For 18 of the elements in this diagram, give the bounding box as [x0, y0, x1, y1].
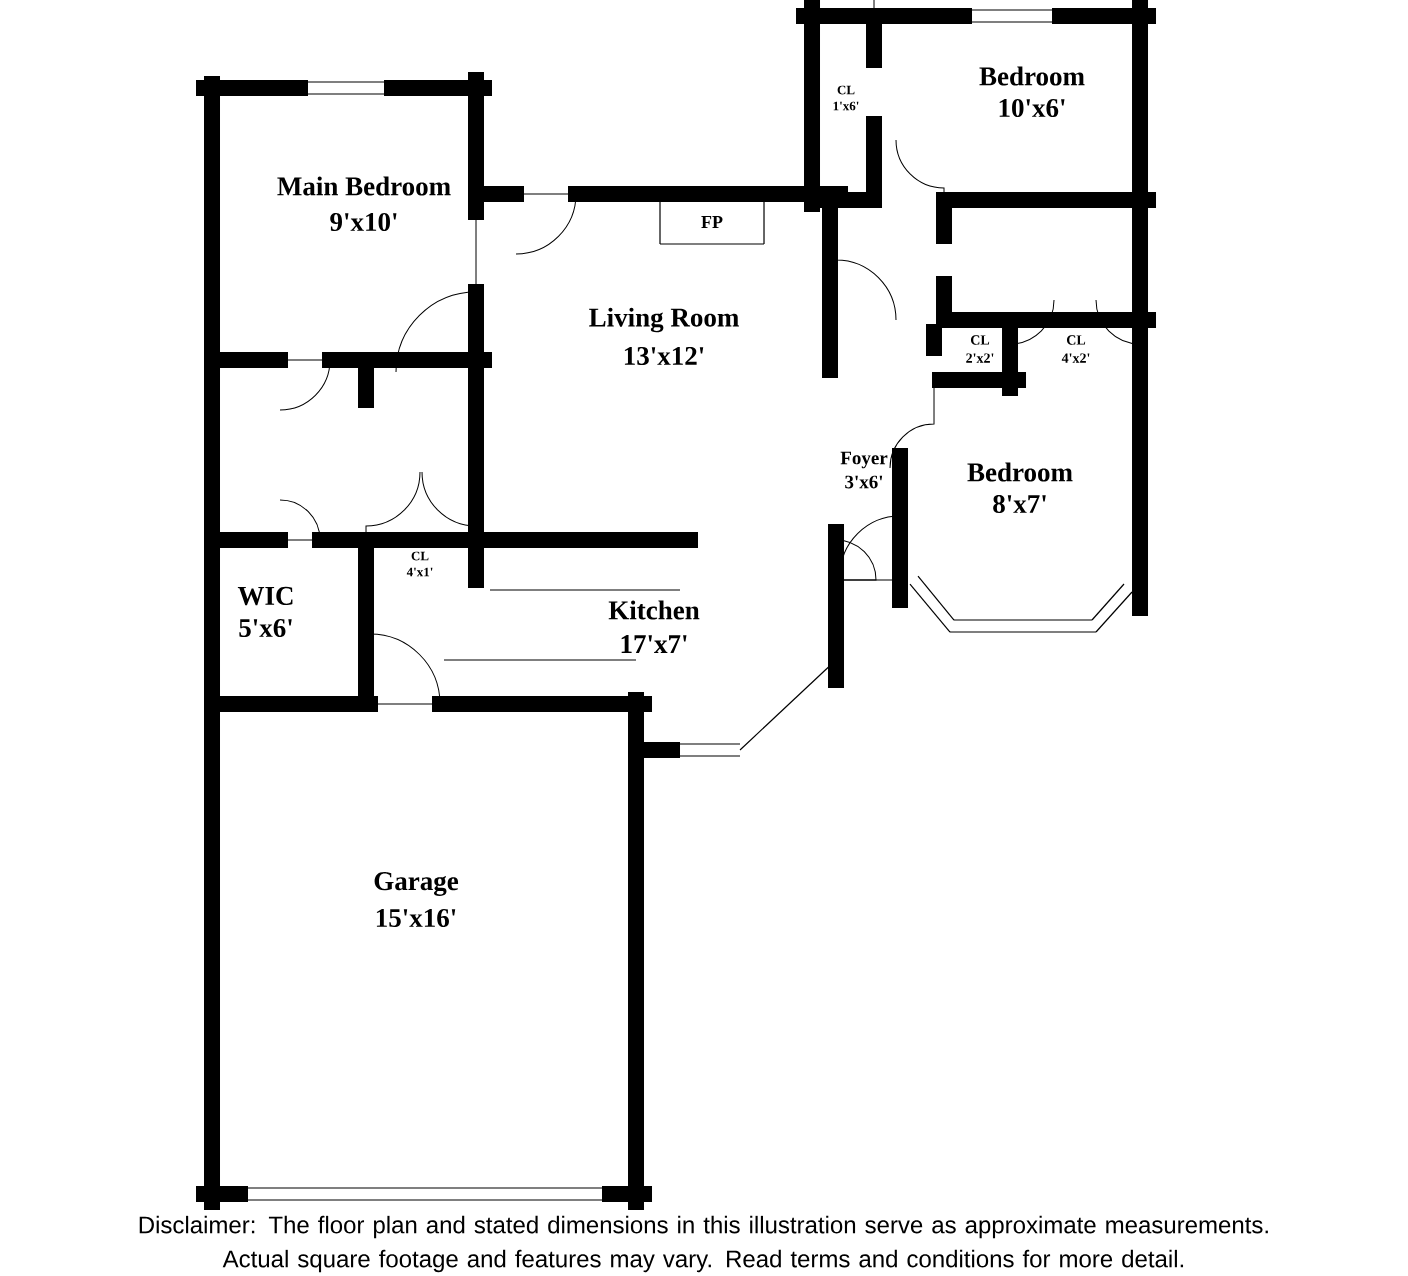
room-dimension: 8'x7' — [993, 494, 1046, 514]
room-name: Living Room — [589, 307, 739, 333]
room-name: WIC — [237, 586, 293, 606]
room-dimension: 10'x6' — [999, 98, 1065, 118]
room-name: Bedroom — [979, 66, 1085, 86]
room-name: Foyer — [840, 451, 888, 469]
room-dimension: 9'x10' — [330, 212, 397, 232]
room-dimension: 5'x6' — [239, 618, 292, 638]
room-dimension: 15'x16' — [376, 908, 456, 928]
room-dimension: 3'x6' — [845, 475, 883, 489]
room-name: Main Bedroom — [277, 176, 451, 196]
room-dimension: 17'x7' — [621, 635, 687, 653]
fireplace-label: FP — [701, 216, 723, 228]
room-name: Bedroom — [967, 462, 1073, 482]
disclaimer-text: Disclaimer: The floor plan and stated dimensions in this illustration serve as approximate measurements. Actual square footage and features may vary. Read terms and conditions for more detail. — [139, 1215, 1268, 1273]
room-name: Kitchen — [608, 600, 700, 620]
room-name: Garage — [374, 872, 459, 896]
room-dimension: 13'x12' — [624, 346, 704, 366]
